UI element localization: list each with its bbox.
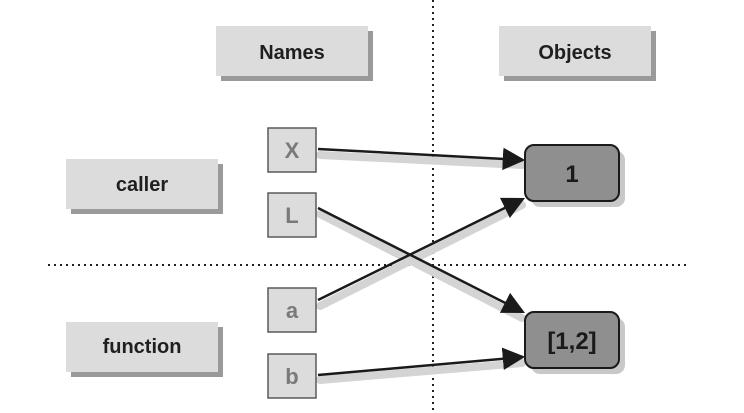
- arrow-b-to-list: [317, 347, 526, 377]
- name-a-label: a: [286, 298, 299, 323]
- caller-label-box: caller: [66, 159, 223, 214]
- object-box-one: 1: [524, 144, 625, 207]
- name-b-label: b: [285, 364, 298, 389]
- function-label-box: function: [66, 322, 223, 377]
- arrow-shadows: [316, 151, 526, 384]
- name-l-label: L: [285, 203, 298, 228]
- object-list-label: [1,2]: [547, 328, 596, 355]
- name-box-a: a: [267, 287, 317, 333]
- object-box-list: [1,2]: [524, 311, 625, 374]
- names-header: Names: [216, 26, 373, 81]
- name-box-l: L: [267, 192, 317, 238]
- arrow-l-to-list: [317, 206, 526, 314]
- arrows: [317, 147, 526, 377]
- name-box-x: X: [267, 127, 317, 173]
- object-one-label: 1: [565, 161, 578, 188]
- arrow-x-to-one: [317, 147, 526, 171]
- names-header-label: Names: [259, 42, 325, 64]
- name-x-label: X: [285, 138, 300, 163]
- arrow-a-to-one: [317, 197, 526, 302]
- name-box-b: b: [267, 353, 317, 399]
- function-label: function: [103, 336, 182, 358]
- caller-label: caller: [116, 174, 168, 196]
- objects-header: Objects: [499, 26, 656, 81]
- objects-header-label: Objects: [538, 42, 611, 64]
